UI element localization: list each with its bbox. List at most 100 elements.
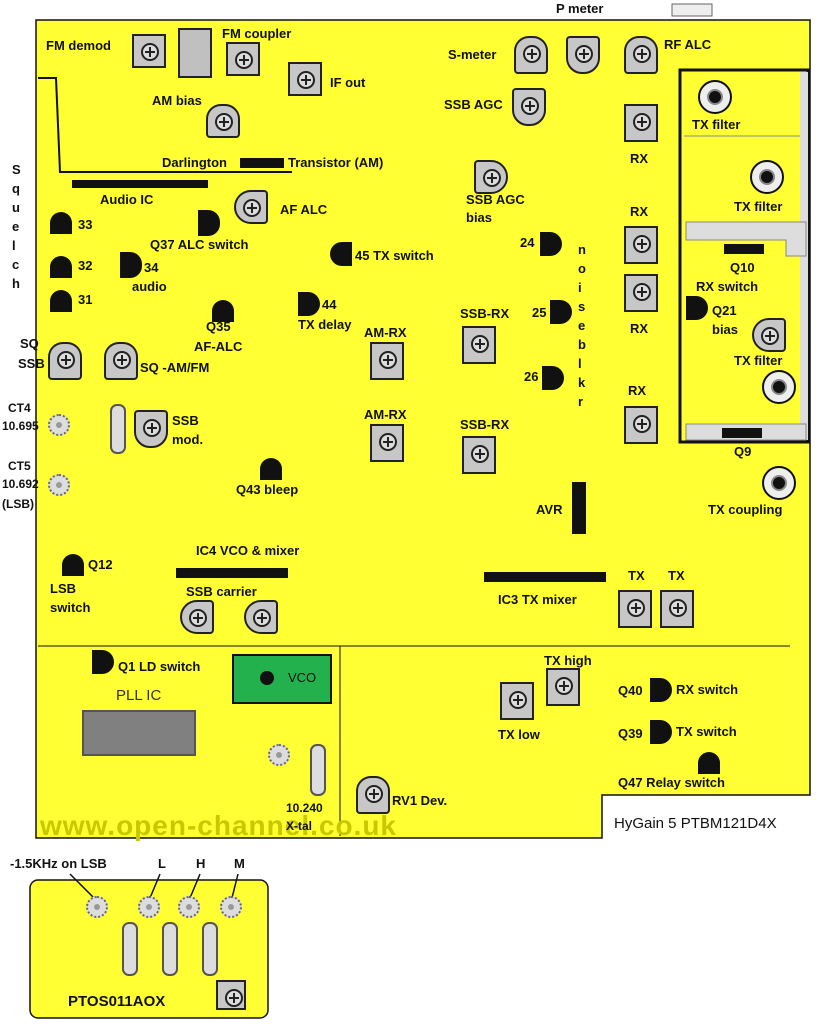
tx-pot-2[interactable] [660, 590, 694, 628]
tx-coupling-jack[interactable] [762, 466, 796, 500]
ssb-carrier-pot-1[interactable] [180, 600, 214, 634]
label-audio-ic: Audio IC [100, 192, 154, 207]
sq-ssb-pot[interactable] [48, 342, 82, 380]
rx-pot-4[interactable] [624, 406, 658, 444]
p-meter-pot[interactable] [566, 36, 600, 74]
am-bias-pot[interactable] [206, 104, 240, 138]
label-q47: Q47 Relay switch [618, 775, 725, 790]
label-lsb-offset: -1.5KHz on LSB [10, 856, 107, 871]
fm-demod-pot[interactable] [132, 34, 166, 68]
ssb-rx-pot-1[interactable] [462, 326, 496, 364]
xtal-10240 [310, 744, 326, 796]
label-l: L [158, 856, 166, 871]
label-tx-filter-3: TX filter [734, 353, 783, 368]
q40-transistor [650, 678, 672, 702]
tx-filter-jack-1[interactable] [698, 80, 732, 114]
label-tx-2: TX [668, 568, 685, 583]
q9-transistor [722, 428, 762, 438]
sq-am-fm-pot[interactable] [104, 342, 138, 380]
tx-filter-jack-3[interactable] [762, 370, 796, 404]
label-q43: Q43 bleep [236, 482, 299, 497]
pto-trimmer-l[interactable] [138, 896, 160, 918]
rv1-pot[interactable] [356, 776, 390, 814]
label-q35: Q35 [206, 319, 231, 334]
q25-transistor [550, 300, 572, 324]
label-tx-1: TX [628, 568, 645, 583]
label-pto-title: PTOS011AOX [68, 993, 166, 1010]
label-am-rx-2: AM-RX [364, 407, 407, 422]
pto-trimmer-lsb[interactable] [86, 896, 108, 918]
q26-transistor [542, 366, 564, 390]
q34-transistor [120, 252, 142, 278]
noise-blkr-letter: b [578, 337, 586, 352]
label-q40: Q40 [618, 683, 643, 698]
label-xtal-1: 10.240 [286, 801, 323, 815]
q33-transistor [50, 212, 72, 234]
label-noise-blkr: n o i s e b l k r [578, 240, 592, 411]
q21-transistor [686, 296, 708, 320]
ssb-mod-pot[interactable] [134, 410, 168, 448]
noise-blkr-letter: o [578, 261, 586, 276]
ssb-agc-pot[interactable] [512, 88, 546, 126]
audio-ic-chip [72, 180, 208, 188]
fm-coupler-pot[interactable] [226, 42, 260, 76]
xtal-trimmer[interactable] [268, 744, 290, 766]
audio-section-line [38, 77, 292, 173]
label-ssb-agc: SSB AGC [444, 97, 503, 112]
label-p-meter: P meter [556, 1, 604, 16]
s-meter-pot[interactable] [514, 36, 548, 74]
squelch-letter: e [12, 219, 20, 234]
rf-alc-pot[interactable] [624, 36, 658, 74]
af-alc-pot[interactable] [234, 190, 268, 224]
tx-high-pot[interactable] [546, 668, 580, 706]
q1-transistor [92, 650, 114, 674]
pto-trimmer-m[interactable] [220, 896, 242, 918]
label-ssb-agc-bias-2: bias [466, 210, 493, 225]
pto-coil-3 [202, 922, 218, 976]
label-rx-switch-2: RX switch [676, 682, 739, 697]
tx-filter-jack-2[interactable] [750, 160, 784, 194]
main-board-outline [35, 19, 811, 839]
label-q26: 26 [524, 369, 539, 384]
pto-trimmer-h[interactable] [178, 896, 200, 918]
label-q39: Q39 [618, 726, 643, 741]
label-q33: 33 [78, 217, 93, 232]
ct4-trimmer[interactable] [48, 414, 70, 436]
ssb-carrier-pot-2[interactable] [244, 600, 278, 634]
label-ssb-agc-bias-1: SSB AGC [466, 192, 525, 207]
rx-pot-2[interactable] [624, 226, 658, 264]
rx-pot-1[interactable] [624, 104, 658, 142]
label-tx-delay: TX delay [298, 317, 352, 332]
am-rx-pot-1[interactable] [370, 342, 404, 380]
tx-filter-pot[interactable] [752, 318, 786, 352]
noise-blkr-letter: n [578, 242, 586, 257]
q24-transistor [540, 232, 562, 256]
tx-pot-1[interactable] [618, 590, 652, 628]
noise-blkr-letter: i [578, 280, 582, 295]
q45-transistor [330, 242, 352, 266]
label-tx-switch: TX switch [676, 724, 737, 739]
am-rx-pot-2[interactable] [370, 424, 404, 462]
label-rx-switch: RX switch [696, 279, 759, 294]
noise-blkr-letter: s [578, 299, 586, 314]
label-q10: Q10 [730, 260, 755, 275]
ssb-rx-pot-2[interactable] [462, 436, 496, 474]
ssb-agc-bias-pot[interactable] [474, 160, 508, 194]
if-out-pot[interactable] [288, 62, 322, 96]
label-rx-2: RX [630, 204, 649, 219]
squelch-letter: u [12, 200, 20, 215]
pto-pot[interactable] [216, 980, 246, 1010]
label-pll-ic: PLL IC [116, 687, 162, 704]
label-ct5-3: (LSB) [2, 497, 34, 511]
label-avr: AVR [536, 502, 563, 517]
darlington-transistor [240, 158, 284, 168]
rx-pot-3[interactable] [624, 274, 658, 312]
label-sq-am-fm: SQ -AM/FM [140, 360, 210, 375]
tx-low-pot[interactable] [500, 682, 534, 720]
watermark: www.open-channel.co.uk [40, 810, 398, 841]
ct5-trimmer[interactable] [48, 474, 70, 496]
vco-module: VCO [232, 654, 332, 704]
label-darlington: Darlington [162, 155, 227, 170]
label-fm-demod: FM demod [46, 38, 111, 53]
